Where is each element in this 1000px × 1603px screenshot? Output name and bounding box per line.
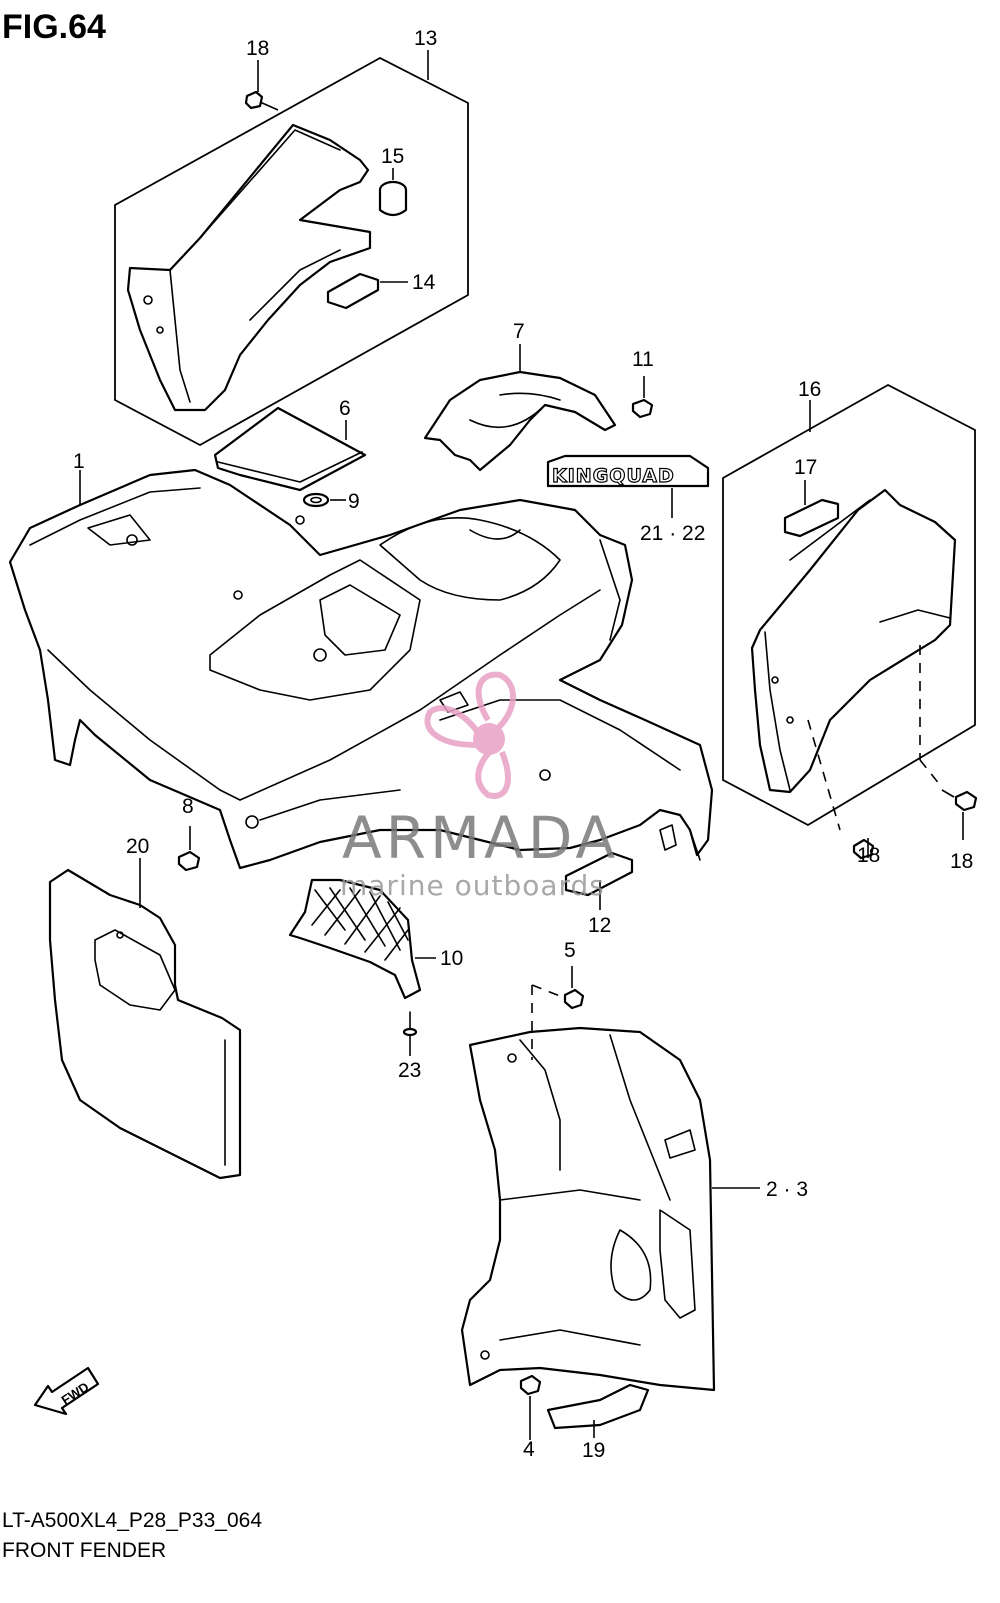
callout-12: 12 (588, 914, 611, 937)
part-10-mesh-screen (288, 878, 422, 1000)
box-16-assembly (722, 383, 976, 827)
callout-10: 10 (440, 947, 463, 970)
callout-labels: 1 2 · 3 4 5 6 7 8 9 10 11 12 13 14 15 16… (73, 27, 973, 1462)
propeller-logo-icon (424, 671, 516, 799)
armada-watermark: ARMADA marine outboards (340, 671, 619, 902)
figure-title: FIG.64 (2, 8, 106, 46)
callout-21-22: 21 · 22 (640, 522, 705, 545)
part-7-headlight-cover (423, 370, 617, 472)
section-name: FRONT FENDER (2, 1539, 166, 1562)
part-2-3-inner-fender (460, 1026, 716, 1392)
watermark-tagline: marine outboards (340, 869, 605, 902)
fwd-arrow-icon: FWD (33, 1366, 100, 1416)
watermark-brand: ARMADA (342, 804, 619, 872)
callout-18-right-a: 18 (857, 844, 880, 867)
part-18-bolt-top (244, 90, 279, 111)
callout-16: 16 (798, 378, 821, 401)
part-5-bolt (563, 966, 585, 1010)
part-11-bolt (631, 376, 654, 419)
callout-17: 17 (794, 456, 817, 479)
part-23-screw (402, 1011, 418, 1037)
callout-13: 13 (414, 27, 437, 50)
callout-9: 9 (348, 490, 360, 513)
part-18-bolt-right-b (941, 789, 978, 812)
callout-23: 23 (398, 1059, 421, 1082)
callout-4: 4 (523, 1438, 535, 1461)
callout-18-right-b: 18 (950, 850, 973, 873)
callout-7: 7 (513, 320, 525, 343)
callout-2-3: 2 · 3 (766, 1178, 808, 1201)
leader-lines (79, 50, 964, 1438)
part-9-grommet (302, 492, 346, 508)
part-6-lid (213, 406, 367, 492)
part-12-pad (564, 851, 634, 897)
box-13-assembly (114, 56, 469, 447)
part-20-panel (48, 868, 242, 1180)
part-14-pad (326, 272, 380, 310)
callout-1: 1 (73, 450, 85, 473)
callout-6: 6 (339, 397, 351, 420)
model-code: LT-A500XL4_P28_P33_064 (2, 1509, 262, 1532)
callout-8: 8 (182, 795, 194, 818)
part-8-bolt (177, 826, 201, 872)
callout-20: 20 (126, 835, 149, 858)
callout-14: 14 (412, 271, 436, 294)
part-4-bolt (519, 1374, 542, 1440)
callout-5: 5 (564, 939, 576, 962)
decal-kingquad-text: KINGQUAD (552, 465, 675, 487)
callout-18-top: 18 (246, 37, 269, 60)
callout-19: 19 (582, 1439, 605, 1462)
part-19-strip (546, 1383, 650, 1430)
callout-15: 15 (381, 145, 404, 168)
part-15-bushing (378, 180, 408, 217)
part-21-22-decal: KINGQUAD (546, 454, 710, 518)
part-17-pad (783, 498, 840, 538)
callout-11: 11 (632, 348, 654, 371)
